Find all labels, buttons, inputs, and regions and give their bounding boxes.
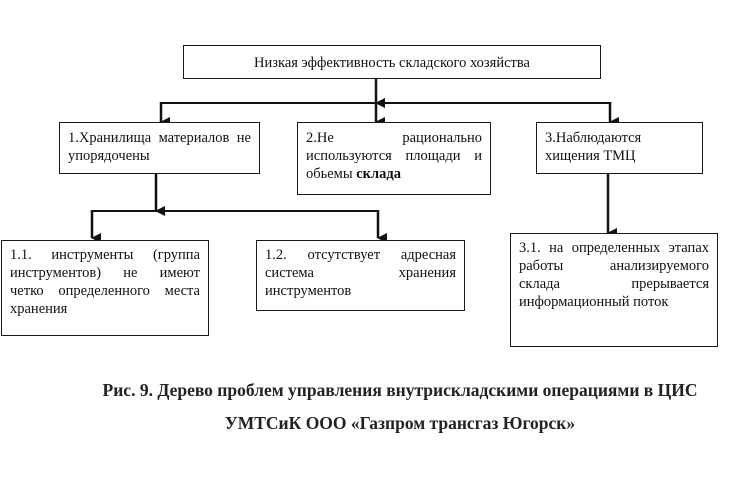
problem-box-1-1: 1.1. инструменты (группа инструментов) н…	[1, 240, 209, 336]
root-problem-text: Низкая эффективность складского хозяйств…	[254, 55, 530, 71]
problem-text-2: 2.Не рационально используются площади и …	[306, 130, 482, 182]
problem-box-3: 3.Наблюдаются хищения ТМЦ	[536, 122, 703, 174]
problem-box-2: 2.Не рационально используются площади и …	[297, 122, 491, 195]
problem-text-1: 1.Хранилища материалов не упорядочены	[68, 130, 251, 164]
problem-text-1-1: 1.1. инструменты (группа инструментов) н…	[10, 247, 200, 317]
root-problem-box: Низкая эффективность складского хозяйств…	[183, 45, 601, 79]
problem-text-1-2: 1.2. отсутствует адресная система хранен…	[265, 247, 456, 299]
problem-box-3-1: 3.1. на определенных этапах работы анали…	[510, 233, 718, 347]
figure-caption-line-1: Рис. 9. Дерево проблем управления внутри…	[102, 380, 698, 400]
problem-box-1-2: 1.2. отсутствует адресная система хранен…	[256, 240, 465, 311]
figure-caption-line-2: УМТСиК ООО «Газпром трансгаз Югорск»	[224, 413, 576, 433]
problem-text-2-bold: склада	[356, 166, 401, 182]
problem-text-3-1: 3.1. на определенных этапах работы анали…	[519, 240, 709, 310]
problem-text-3: 3.Наблюдаются хищения ТМЦ	[545, 130, 642, 164]
problem-box-1: 1.Хранилища материалов не упорядочены	[59, 122, 260, 174]
